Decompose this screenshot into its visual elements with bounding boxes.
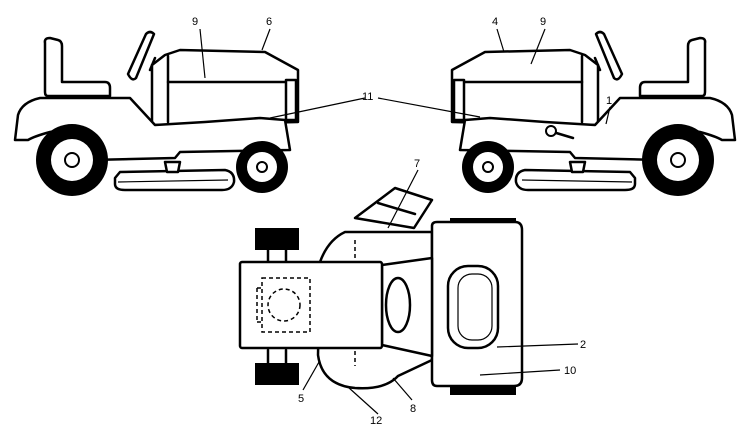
tractor-top-view bbox=[238, 186, 524, 395]
callout-9-left: 9 bbox=[192, 16, 198, 28]
tractor-left-view bbox=[13, 30, 300, 196]
callout-5: 5 bbox=[298, 393, 304, 405]
callout-11: 11 bbox=[362, 91, 373, 103]
callout-2: 2 bbox=[580, 339, 586, 351]
callout-12: 12 bbox=[370, 415, 382, 427]
callout-4: 4 bbox=[492, 16, 498, 28]
tractor-right-view bbox=[450, 30, 737, 196]
callout-numbers: 9 6 4 9 11 1 7 2 10 5 8 12 bbox=[192, 16, 612, 427]
callout-10: 10 bbox=[564, 365, 576, 377]
leader-lines bbox=[199, 28, 611, 415]
callout-6: 6 bbox=[266, 16, 272, 28]
callout-1: 1 bbox=[606, 95, 612, 107]
callout-7: 7 bbox=[414, 158, 420, 170]
callout-8: 8 bbox=[410, 403, 416, 415]
callout-9-right: 9 bbox=[540, 16, 546, 28]
